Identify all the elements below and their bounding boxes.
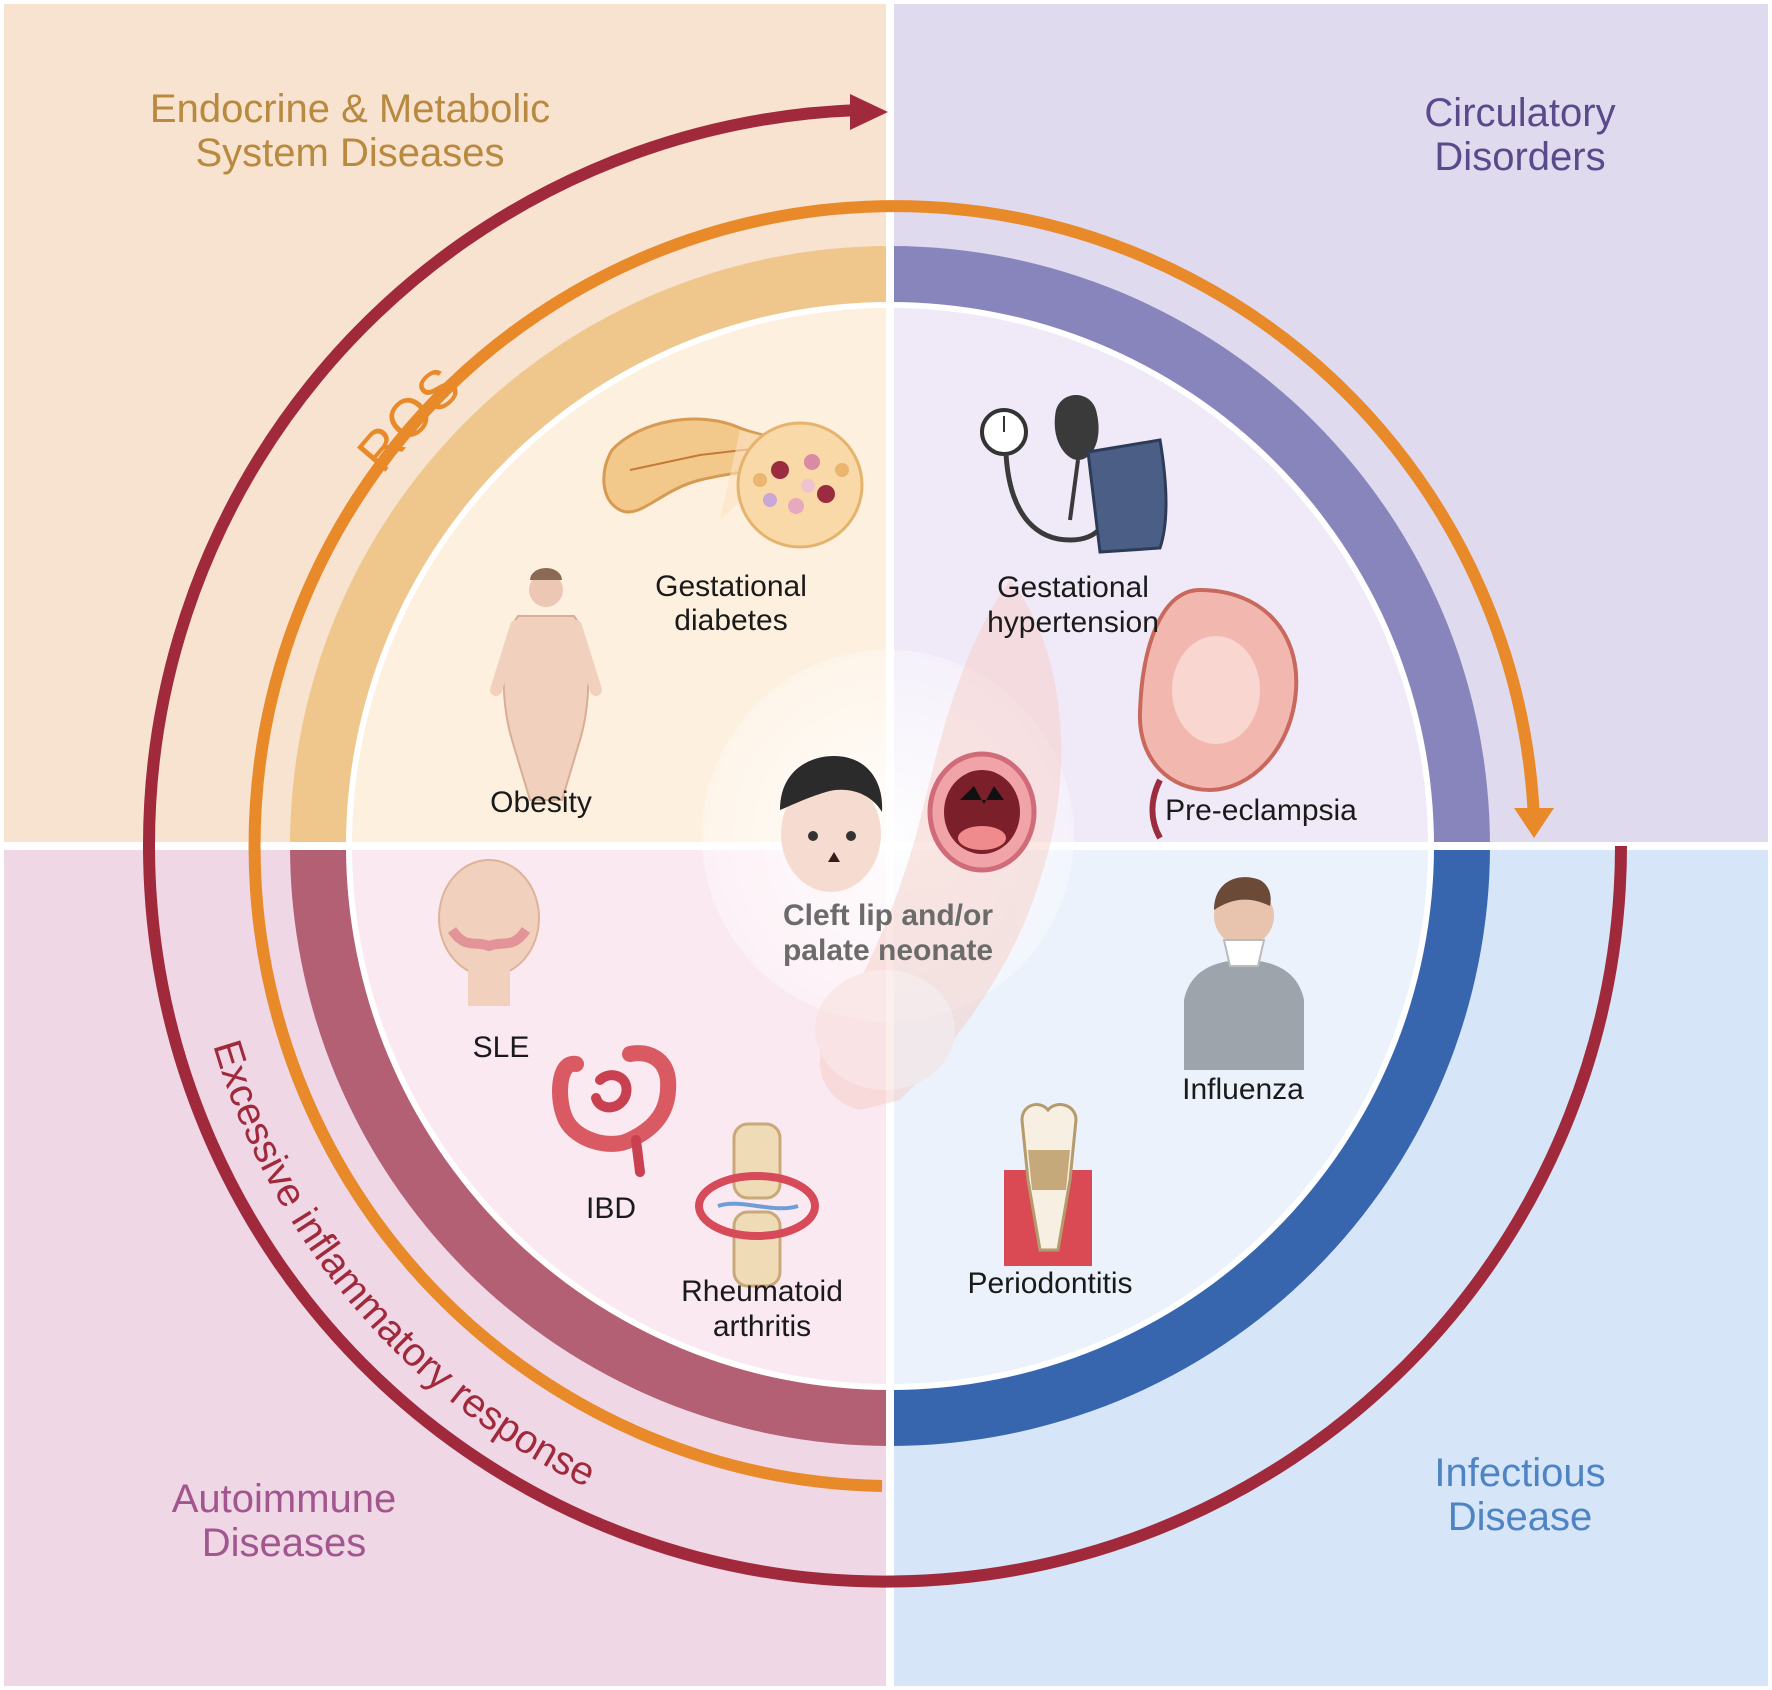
title-autoimmune-2: Diseases <box>202 1521 367 1565</box>
pregnant-uterus-icon <box>1137 587 1299 840</box>
title-infectious-2: Disease <box>1448 1495 1593 1539</box>
title-circulatory-2: Disorders <box>1434 135 1605 179</box>
title-endocrine-2: System Diseases <box>196 131 505 175</box>
label-periodontitis: Periodontitis <box>967 1267 1132 1300</box>
ros-arrowhead <box>1514 808 1554 838</box>
blood-pressure-cuff-icon <box>980 395 1168 554</box>
intestine-icon <box>552 1045 677 1177</box>
knee-joint-icon <box>695 1122 819 1288</box>
label-sle: SLE <box>473 1031 530 1064</box>
label-center-2: palate neonate <box>783 934 993 967</box>
islet-cells-icon <box>720 421 864 549</box>
label-influenza: Influenza <box>1182 1073 1304 1106</box>
inflammation-arc <box>143 104 1627 1588</box>
label-gestational-diabetes-2: diabetes <box>674 604 787 637</box>
title-endocrine-1: Endocrine & Metabolic <box>150 87 550 131</box>
center-glow <box>702 650 1074 1022</box>
label-gestational-hypertension-2: hypertension <box>987 606 1159 639</box>
title-infectious-1: Infectious <box>1434 1451 1605 1495</box>
obesity-figure-icon <box>490 568 602 801</box>
label-center-1: Cleft lip and/or <box>783 899 993 932</box>
inflammation-arrowhead <box>850 94 888 130</box>
title-autoimmune-1: Autoimmune <box>172 1477 397 1521</box>
label-pre-eclampsia: Pre-eclampsia <box>1165 794 1357 827</box>
tooth-icon <box>1004 1103 1092 1266</box>
influenza-person-icon <box>1184 877 1304 1070</box>
ros-arc <box>248 200 1540 1492</box>
label-ibd: IBD <box>586 1192 636 1225</box>
open-mouth-palate-icon <box>927 751 1037 873</box>
label-gestational-hypertension-1: Gestational <box>997 571 1149 604</box>
label-rheumatoid-arthritis-2: arthritis <box>713 1310 811 1343</box>
label-rheumatoid-arthritis-1: Rheumatoid <box>681 1275 843 1308</box>
sle-head-icon <box>438 859 540 1006</box>
neonate-face-icon <box>780 756 883 892</box>
label-gestational-diabetes-1: Gestational <box>655 570 807 603</box>
label-obesity: Obesity <box>490 786 592 819</box>
title-circulatory-1: Circulatory <box>1424 91 1615 135</box>
